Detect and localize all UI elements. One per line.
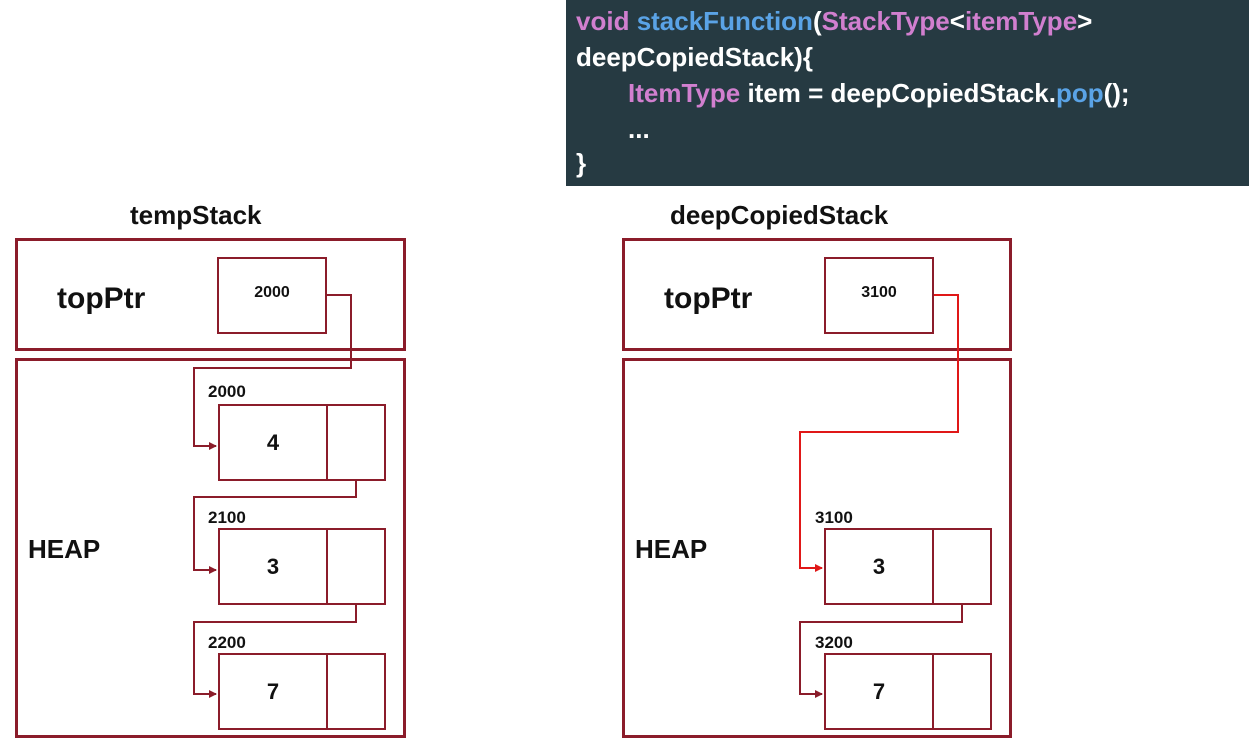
deep-node-2-next xyxy=(932,653,992,730)
code-lt: < xyxy=(949,6,965,36)
code-line-1: void stackFunction(StackType<itemType> xyxy=(576,6,1092,37)
temp-stack-title: tempStack xyxy=(130,200,262,230)
code-line-3: ItemType item = deepCopiedStack.pop(); xyxy=(628,78,1130,109)
code-line-5: } xyxy=(576,148,587,178)
temp-node-2-link-arrow xyxy=(193,605,357,698)
temp-node-3-value: 7 xyxy=(218,653,328,730)
deep-topptr-label: topPtr xyxy=(664,282,753,315)
deep-heap-label: HEAP xyxy=(635,534,708,564)
code-line-2: deepCopiedStack){ xyxy=(576,42,813,72)
code-statement: item = deepCopiedStack. xyxy=(740,78,1056,108)
temp-node-1-address: 2000 xyxy=(208,382,246,401)
code-keyword: void xyxy=(576,6,630,36)
code-paren: ( xyxy=(812,6,822,36)
deep-node-1-link-arrow xyxy=(799,605,963,698)
deep-node-1-next xyxy=(932,528,992,605)
code-line-4: ... xyxy=(628,114,650,144)
deep-topptr-arrow xyxy=(799,294,959,572)
code-item-type: ItemType xyxy=(628,78,741,108)
temp-node-3-address: 2200 xyxy=(208,633,246,652)
temp-topptr-arrow xyxy=(193,294,352,450)
code-type: StackType xyxy=(821,6,950,36)
deep-stack-title: deepCopiedStack xyxy=(670,200,889,230)
deep-node-1-value: 3 xyxy=(824,528,934,605)
deep-node-2-address: 3200 xyxy=(815,633,853,652)
code-function-name: stackFunction xyxy=(636,6,813,36)
temp-topptr-value: 2000 xyxy=(217,257,327,334)
temp-node-2-address: 2100 xyxy=(208,508,246,527)
temp-heap-label: HEAP xyxy=(28,534,101,564)
temp-node-1-value: 4 xyxy=(218,404,328,481)
code-gt: > xyxy=(1077,6,1093,36)
deep-stack-frame xyxy=(622,238,1012,351)
deep-topptr-value: 3100 xyxy=(824,257,934,334)
temp-node-2-value: 3 xyxy=(218,528,328,605)
temp-node-1-next xyxy=(326,404,386,481)
code-type-param: itemType xyxy=(964,6,1078,36)
temp-node-3-next xyxy=(326,653,386,730)
code-pop-call: pop xyxy=(1055,78,1104,108)
deep-node-1-address: 3100 xyxy=(815,508,853,527)
code-panel: void stackFunction(StackType<itemType> d… xyxy=(566,0,1249,186)
temp-node-2-next xyxy=(326,528,386,605)
temp-topptr-label: topPtr xyxy=(57,282,146,315)
temp-node-1-link-arrow xyxy=(193,481,357,574)
code-statement-end: (); xyxy=(1103,78,1130,108)
